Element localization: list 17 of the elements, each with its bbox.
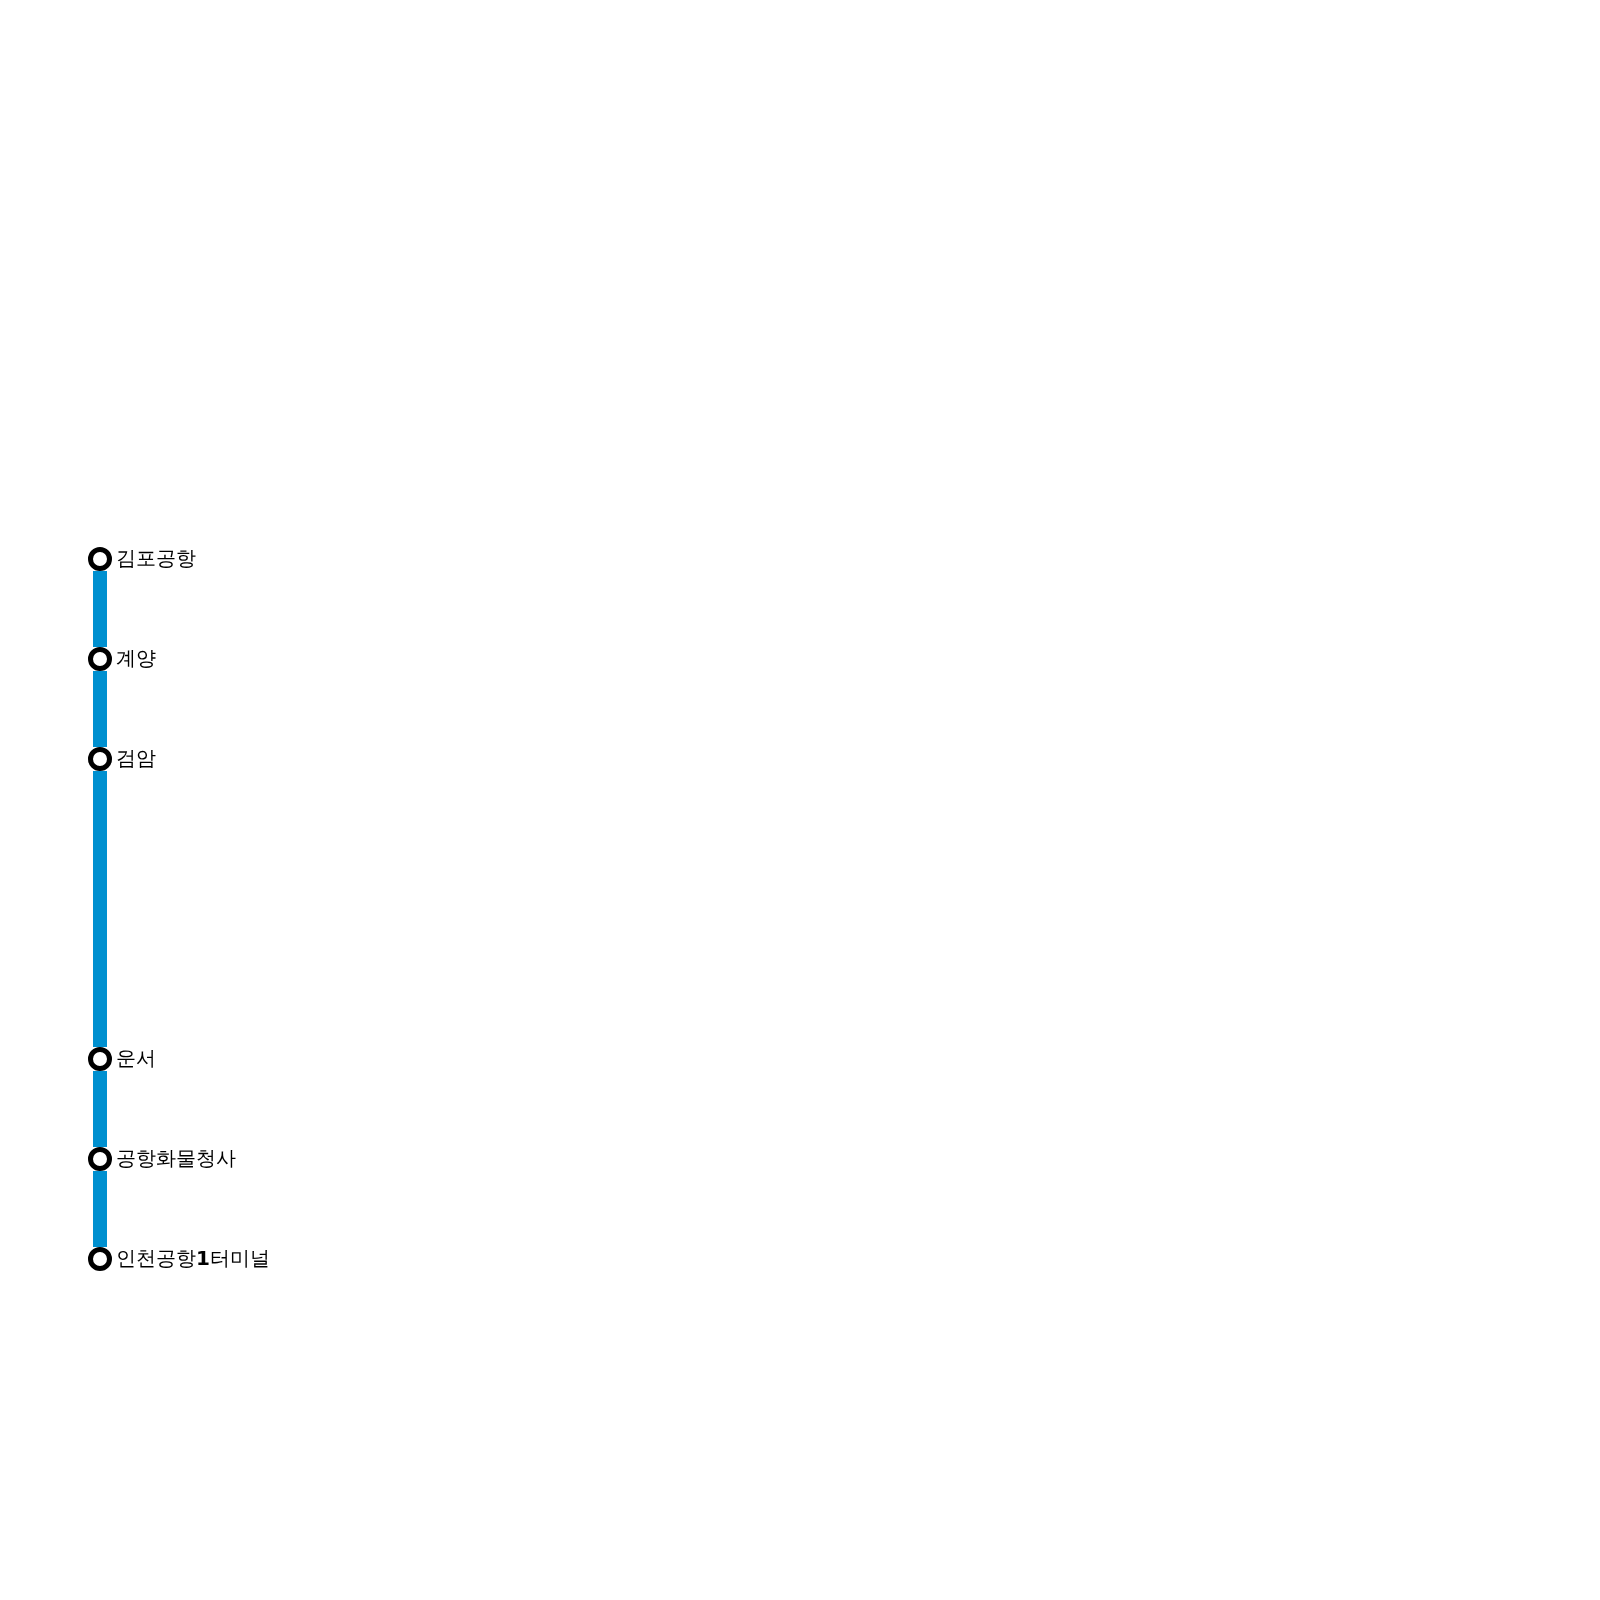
- station-marker: [88, 747, 112, 771]
- station-marker: [88, 1147, 112, 1171]
- line-segment: [93, 671, 107, 747]
- station-label: 공항화물청사: [116, 1146, 236, 1170]
- station-marker: [88, 1047, 112, 1071]
- station-label: 검암: [116, 746, 156, 770]
- station-label: 운서: [116, 1046, 156, 1070]
- line-segment: [93, 771, 107, 1047]
- station-label: 계양: [116, 646, 156, 670]
- station-marker: [88, 547, 112, 571]
- station-marker: [88, 647, 112, 671]
- station-label: 김포공항: [116, 546, 196, 570]
- line-segment: [93, 1071, 107, 1147]
- line-segment: [93, 571, 107, 647]
- station-label: 인천공항1터미널: [116, 1246, 270, 1270]
- line-segment: [93, 1171, 107, 1247]
- station-marker: [88, 1247, 112, 1271]
